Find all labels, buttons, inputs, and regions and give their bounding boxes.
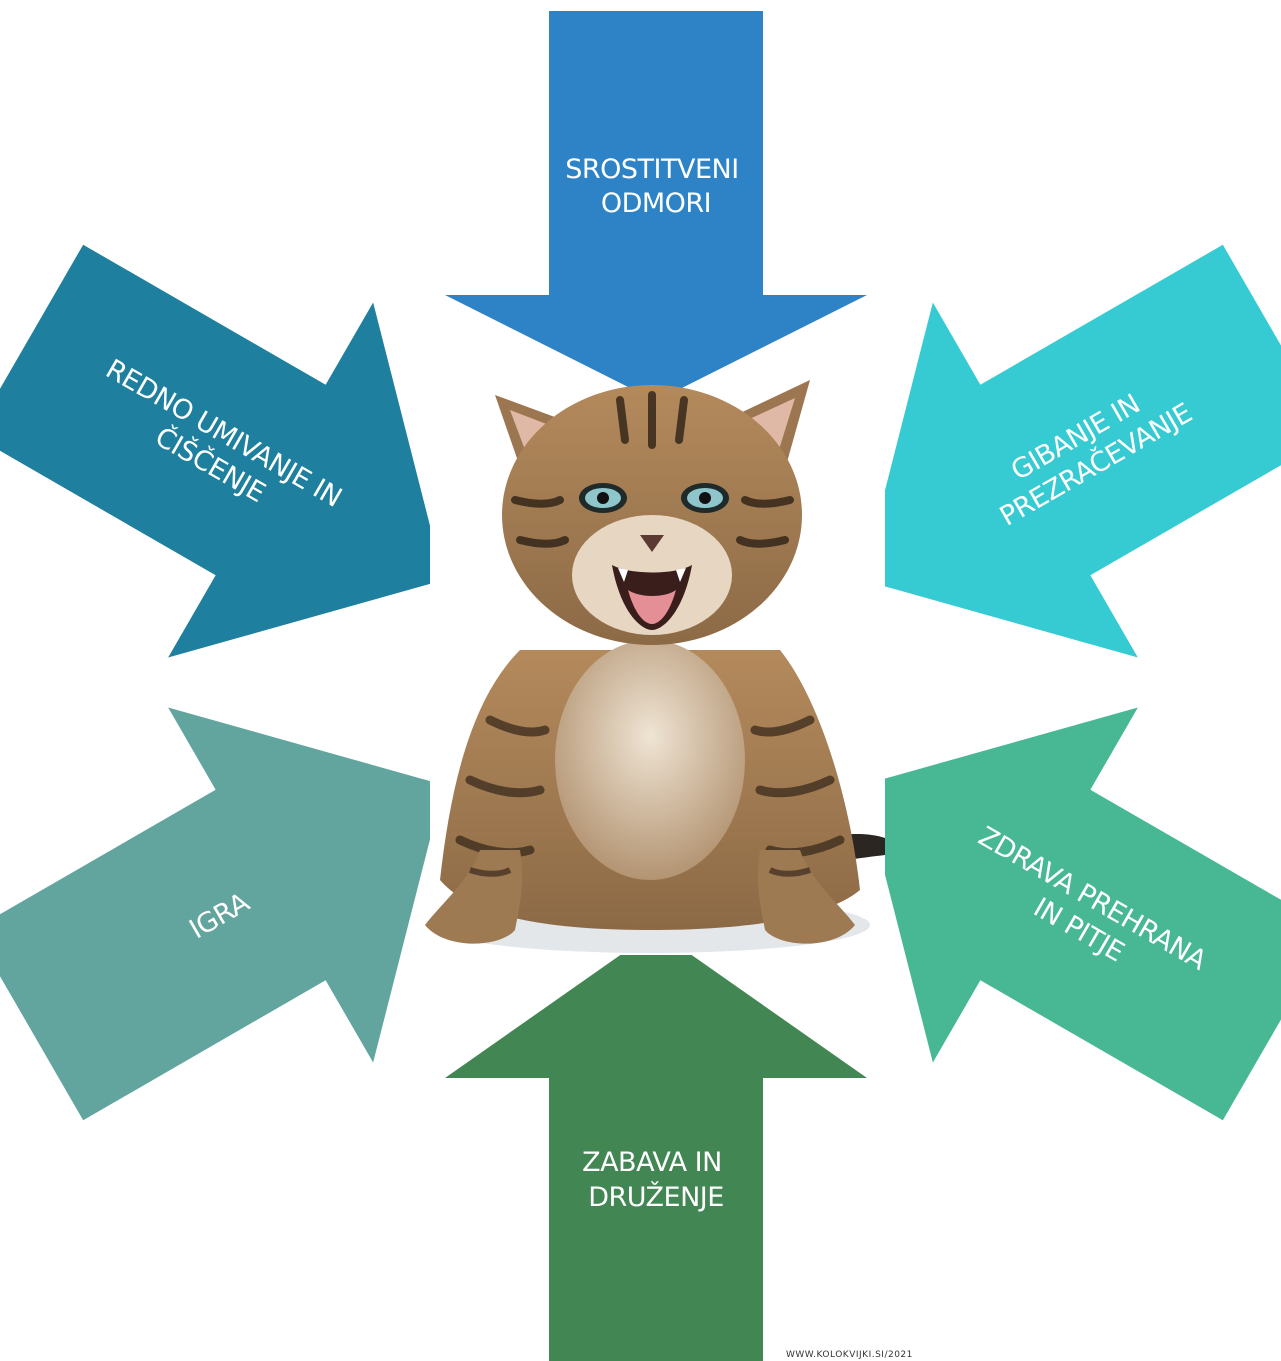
footer-credit: WWW.KOLOKVIJKI.SI/2021 bbox=[786, 1350, 913, 1360]
arrow-bottom: ZABAVA IN DRUŽENJE bbox=[445, 930, 867, 1361]
arrow-bottom-left-shape bbox=[0, 707, 444, 1121]
arrow-top-left: REDNO UMIVANJE IN ČIŠČENJE bbox=[0, 244, 444, 658]
arrow-bottom-shape bbox=[445, 930, 867, 1361]
arrow-bottom-label: ZABAVA IN DRUŽENJE bbox=[582, 1147, 730, 1213]
arrow-top-right: GIBANJE IN PREZRAČEVANJE bbox=[862, 244, 1281, 658]
arrow-top-shape bbox=[445, 11, 867, 401]
arrow-top: SROSTITVENI ODMORI bbox=[445, 11, 867, 401]
kitten-illustration bbox=[425, 380, 885, 955]
arrow-top-right-shape bbox=[862, 244, 1281, 658]
arrow-top-label: SROSTITVENI ODMORI bbox=[565, 154, 747, 219]
arrow-bottom-right: ZDRAVA PREHRANA IN PITJE bbox=[862, 707, 1281, 1121]
arrow-bottom-right-shape bbox=[862, 707, 1281, 1121]
arrow-bottom-left: IGRA bbox=[0, 707, 444, 1121]
arrow-top-left-shape bbox=[0, 244, 444, 658]
